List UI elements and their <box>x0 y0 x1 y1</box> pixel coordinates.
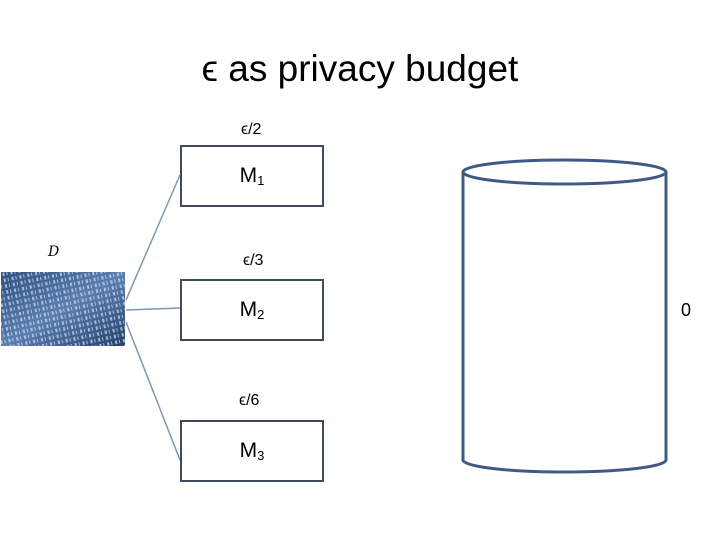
mechanism-sub-m3: 3 <box>257 447 265 463</box>
mechanism-name-m1: M <box>239 164 258 187</box>
budget-cylinder <box>461 158 668 474</box>
mechanism-sub-m1: 1 <box>257 172 265 188</box>
connector-to-m3 <box>125 321 181 461</box>
budget-label-m1: ϵ/2 <box>241 121 262 138</box>
mechanism-name-m2: M <box>239 298 258 321</box>
budget-label-m3: ϵ/6 <box>239 392 260 409</box>
mechanism-name-m3: M <box>239 439 258 462</box>
budget-level-label: 0 <box>681 300 692 320</box>
dataset-label: D <box>48 244 60 260</box>
slide-title: ϵ as privacy budget <box>201 48 519 89</box>
connector-to-m1 <box>125 174 181 301</box>
budget-label-m2: ϵ/3 <box>243 252 264 269</box>
connector-to-m2 <box>125 307 181 311</box>
mechanism-sub-m2: 2 <box>257 306 265 322</box>
dataset-image <box>1 272 125 346</box>
